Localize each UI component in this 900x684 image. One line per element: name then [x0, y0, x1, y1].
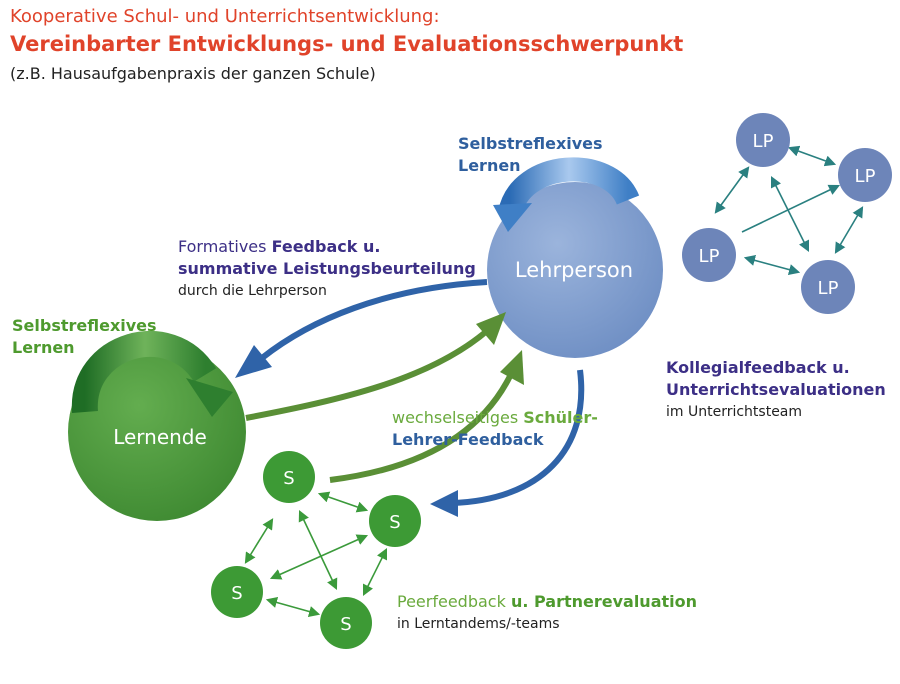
teacher-to-students-arrow: [430, 369, 585, 517]
teacher-feedback-arrow: [235, 279, 488, 378]
teacher-label: Lehrperson: [515, 258, 633, 282]
learner-to-teacher-arrow: [245, 312, 506, 421]
teacher-circle: [487, 182, 663, 358]
s-circle-bottom: [320, 597, 372, 649]
lp-label: LP: [753, 131, 774, 152]
s-circle-right: [369, 495, 421, 547]
lp-label: LP: [818, 278, 839, 299]
s-label: S: [283, 468, 294, 489]
lp-circle-right: [838, 148, 892, 202]
s-circle-left: [211, 566, 263, 618]
students-to-teacher-arrow: [329, 350, 524, 483]
lp-circle-bottom: [801, 260, 855, 314]
lp-circle-left: [682, 228, 736, 282]
s-circle-top: [263, 451, 315, 503]
s-label: S: [389, 512, 400, 533]
teacher-self-reflexive-label: Selbstreflexives Lernen: [458, 134, 603, 175]
lp-label: LP: [855, 166, 876, 187]
main-title: Vereinbarter Entwicklungs- und Evaluatio…: [10, 32, 684, 56]
lp-network-edges: [714, 145, 864, 276]
learner-label: Lernende: [113, 425, 207, 449]
mutual-feedback-label: wechselseitiges Schüler- Lehrer-Feedback: [392, 408, 598, 449]
colleague-feedback-label: Kollegialfeedback u. Unterrichtsevaluati…: [666, 358, 886, 420]
lp-circle-top: [736, 113, 790, 167]
lp-label: LP: [699, 246, 720, 267]
kicker-title: Kooperative Schul- und Unterrichtsentwic…: [10, 6, 440, 27]
s-label: S: [231, 583, 242, 604]
s-network-edges: [244, 491, 388, 617]
subtitle: (z.B. Hausaufgabenpraxis der ganzen Schu…: [10, 64, 376, 83]
teacher-self-arrow: [493, 157, 640, 232]
s-label: S: [340, 614, 351, 635]
teacher-feedback-label: Formatives Feedback u. summative Leistun…: [178, 237, 476, 299]
learner-self-reflexive-label: Selbstreflexives Lernen: [12, 316, 157, 357]
peer-feedback-label: Peerfeedback u. Partnerevaluation in Ler…: [397, 592, 698, 632]
learner-self-arrow: [71, 331, 233, 417]
